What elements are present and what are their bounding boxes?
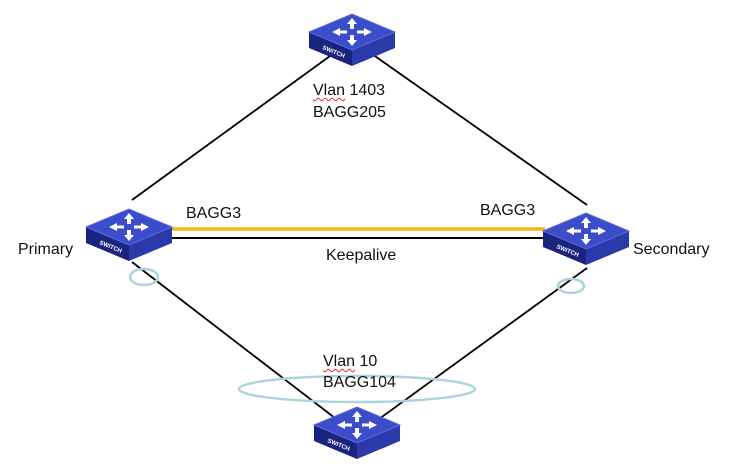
vlan-number: 10 [359, 353, 378, 370]
bottom-vlan-label: Vlan 10 [323, 353, 377, 371]
link-top-primary [131, 39, 353, 201]
aggregation-ring-primary [128, 267, 160, 287]
vlan-number: 1403 [349, 82, 386, 99]
aggregation-ring-bottom [237, 374, 477, 404]
vlan-word: Vlan [313, 82, 346, 99]
aggregation-ring-secondary [556, 277, 586, 295]
keepalive-label: Keepalive [326, 247, 397, 264]
switch-icon [85, 208, 173, 262]
peer-link-right-label: BAGG3 [480, 202, 536, 219]
vlan-word: Vlan [323, 353, 356, 370]
link-primary-bottom [131, 261, 358, 436]
primary-label: Primary [18, 241, 74, 258]
top-vlan-label: Vlan 1403 [313, 82, 385, 100]
switch-icon [308, 13, 396, 67]
bottom-bagg-label: BAGG104 [323, 374, 396, 391]
top-bagg-label: BAGG205 [313, 104, 386, 121]
link-secondary-bottom [356, 267, 588, 436]
switch-icon [313, 406, 401, 460]
link-top-secondary [351, 39, 588, 206]
switch-icon [542, 212, 630, 266]
secondary-label: Secondary [633, 241, 710, 258]
peer-link-left-label: BAGG3 [186, 205, 242, 222]
